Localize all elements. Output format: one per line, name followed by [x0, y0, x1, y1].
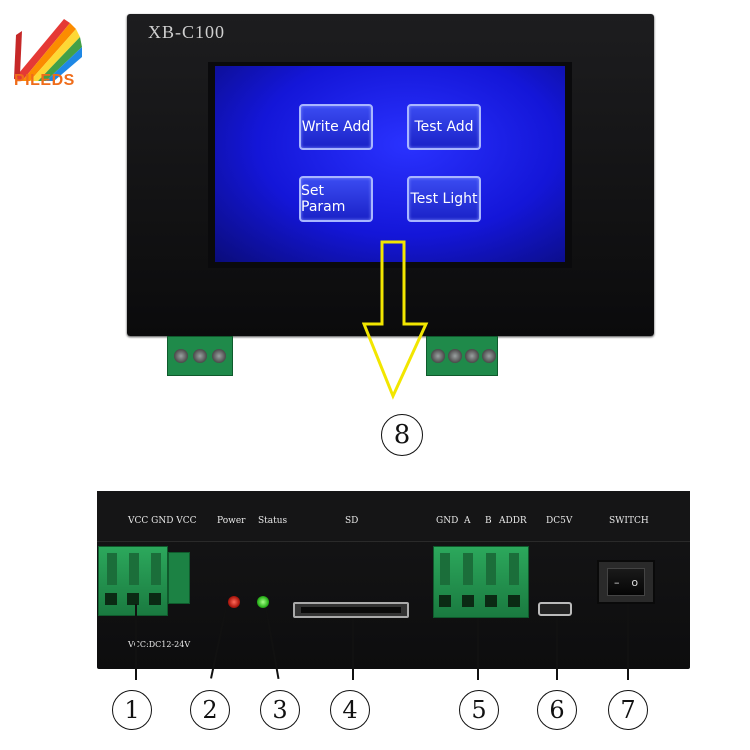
- leader-line-5: [477, 618, 479, 680]
- label-power: Power: [217, 516, 246, 526]
- leader-line-6: [556, 616, 558, 680]
- callout-5: 5: [459, 690, 499, 730]
- power-terminal-block-top: [167, 336, 233, 376]
- leader-line-4: [352, 618, 354, 680]
- power-switch[interactable]: – o: [597, 560, 655, 604]
- model-label: XB-C100: [148, 22, 226, 42]
- label-addr: ADDR: [499, 516, 527, 526]
- label-switch: SWITCH: [609, 516, 649, 526]
- touch-screen: [215, 66, 565, 262]
- leader-line-7: [627, 604, 629, 680]
- power-terminal-side: [168, 552, 190, 604]
- callout-2: 2: [190, 690, 230, 730]
- power-input-terminal[interactable]: [98, 546, 168, 616]
- signal-terminal-block[interactable]: [433, 546, 529, 618]
- brand-name: PILEDS: [14, 72, 75, 89]
- callout-8: 8: [381, 414, 423, 456]
- callout-6: 6: [537, 690, 577, 730]
- label-vcc-range: VCC:DC12-24V: [128, 640, 191, 649]
- signal-terminal-block-top: [426, 336, 498, 376]
- status-led: [257, 596, 269, 608]
- test-add-button[interactable]: Test Add: [407, 104, 481, 150]
- label-dc5v: DC5V: [546, 516, 573, 526]
- callout-4: 4: [330, 690, 370, 730]
- dc5v-usb-port[interactable]: [538, 602, 572, 616]
- label-gnd: GND: [436, 516, 459, 526]
- label-sd: SD: [345, 516, 359, 526]
- label-status: Status: [258, 516, 288, 526]
- set-param-button[interactable]: Set Param: [299, 176, 373, 222]
- write-add-button[interactable]: Write Add: [299, 104, 373, 150]
- test-light-button[interactable]: Test Light: [407, 176, 481, 222]
- leader-line-1: [135, 604, 137, 680]
- switch-on-mark: o: [631, 575, 639, 589]
- callout-7: 7: [608, 690, 648, 730]
- sd-card-slot[interactable]: [293, 602, 409, 618]
- label-b: B: [485, 516, 492, 526]
- pileds-logo: [14, 19, 82, 81]
- rear-panel-top-strip: [97, 491, 690, 542]
- switch-off-mark: –: [613, 575, 620, 589]
- label-a: A: [464, 516, 471, 526]
- callout-1: 1: [112, 690, 152, 730]
- label-vcc-gnd-vcc: VCC GND VCC: [128, 516, 197, 526]
- down-arrow-icon: [362, 240, 429, 400]
- power-led: [228, 596, 240, 608]
- callout-3: 3: [260, 690, 300, 730]
